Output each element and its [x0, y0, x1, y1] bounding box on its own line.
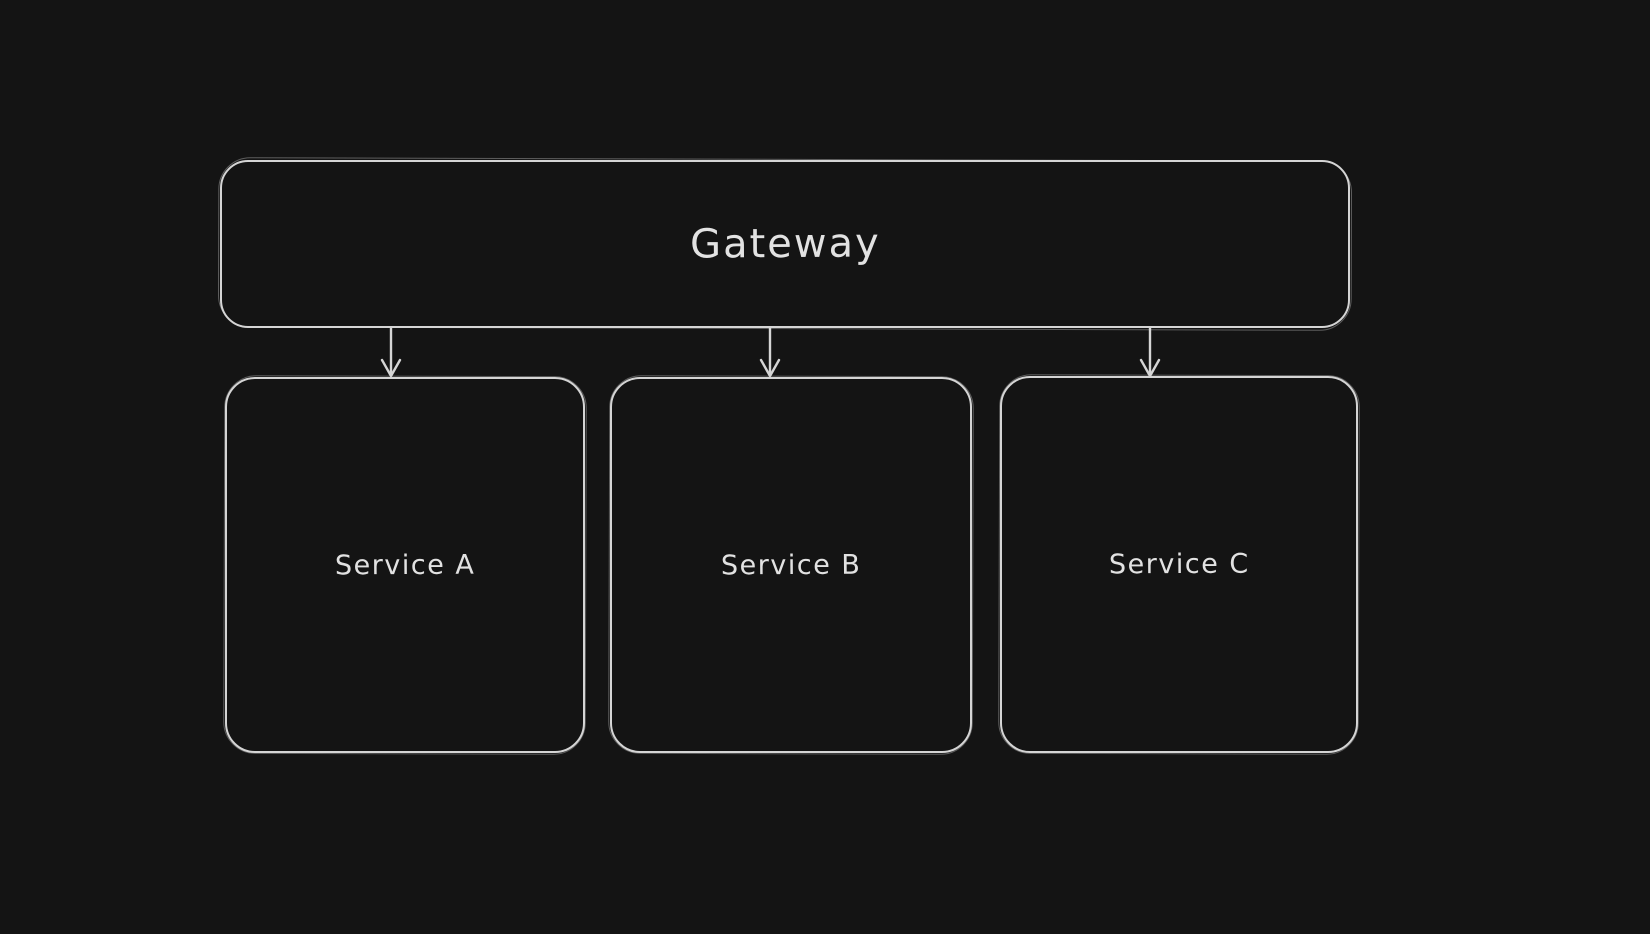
arrow-down-icon — [759, 327, 781, 378]
node-service-a[interactable]: Service A — [225, 377, 585, 753]
node-gateway-label: Gateway — [689, 220, 881, 268]
arrow-gateway-to-service-b[interactable] — [755, 327, 785, 379]
node-service-b[interactable]: Service B — [610, 377, 972, 753]
node-service-c[interactable]: Service C — [1000, 376, 1358, 753]
node-gateway[interactable]: Gateway — [220, 160, 1350, 328]
node-service-b-label: Service B — [720, 549, 862, 581]
node-service-c-label: Service C — [1108, 548, 1250, 581]
arrow-gateway-to-service-c[interactable] — [1135, 327, 1165, 379]
arrow-down-icon — [1139, 327, 1161, 378]
node-service-a-label: Service A — [334, 549, 476, 581]
arrow-gateway-to-service-a[interactable] — [376, 327, 406, 379]
arrow-down-icon — [380, 327, 402, 378]
